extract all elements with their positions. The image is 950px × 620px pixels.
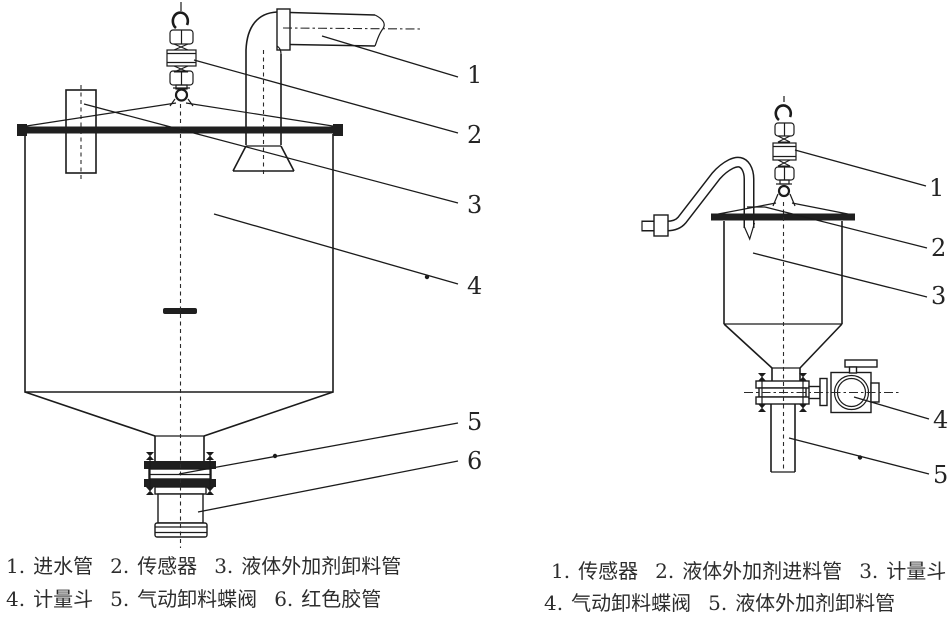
hopper-body <box>723 221 843 381</box>
legend-item-label: 液体外加剂卸料管 <box>735 591 896 615</box>
legend-item-label: 液体外加剂进料管 <box>682 559 843 583</box>
legend-item: 3. 液体外加剂卸料管 <box>214 554 401 578</box>
legend-item-number: 3. <box>214 554 234 578</box>
actuator-handle <box>844 359 878 368</box>
load-cell-sensor <box>166 49 197 67</box>
legend-right-row1: 1. 传感器 2. 液体外加剂进料管 3. 计量斗 <box>551 559 946 583</box>
legend-item-number: 2. <box>110 554 130 578</box>
callout-left-4: 4 <box>467 272 483 300</box>
callout-right-5: 5 <box>933 461 949 489</box>
legend-item-number: 5. <box>708 591 728 615</box>
legend-item-number: 4. <box>6 587 26 611</box>
hook-icon <box>774 104 793 122</box>
legend-left-row2: 4. 计量斗 5. 气动卸料蝶阀 6. 红色胶管 <box>6 587 381 611</box>
level-mark <box>163 308 197 314</box>
pneumatic-butterfly-valve <box>744 359 899 414</box>
legend-item-label: 传感器 <box>578 559 639 583</box>
actuator <box>808 359 880 414</box>
admixture-discharge-pipe <box>770 404 796 473</box>
lid-bridle-lines <box>19 102 340 128</box>
legend-item-number: 1. <box>6 554 26 578</box>
legend-item-label: 传感器 <box>137 554 198 578</box>
hook-icon <box>171 11 190 30</box>
legend-item-label: 液体外加剂卸料管 <box>241 554 402 578</box>
leader-lines-left <box>83 35 459 513</box>
legend-item-number: 2. <box>655 559 675 583</box>
legend-item: 4. 计量斗 <box>6 587 93 611</box>
legend-item: 5. 液体外加剂卸料管 <box>708 591 895 615</box>
legend-item: 3. 计量斗 <box>859 559 946 583</box>
legend-item-label: 计量斗 <box>33 587 94 611</box>
callout-right-3: 3 <box>931 282 947 310</box>
lid-bridle-lines <box>712 202 854 216</box>
legend-item: 1. 进水管 <box>6 554 93 578</box>
legend-item: 6. 红色胶管 <box>274 587 381 611</box>
sensor-assembly <box>772 96 797 207</box>
legend-item: 2. 传感器 <box>110 554 197 578</box>
legend-item-number: 6. <box>274 587 294 611</box>
shackle-pin <box>174 88 189 102</box>
legend-item-label: 进水管 <box>33 554 94 578</box>
left-diagram <box>17 2 459 548</box>
callout-left-3: 3 <box>467 191 483 219</box>
callout-left-2: 2 <box>467 121 483 149</box>
legend-item-number: 3. <box>859 559 879 583</box>
legend-item: 5. 气动卸料蝶阀 <box>110 587 257 611</box>
shackle-pin <box>777 184 791 198</box>
legend-left-row1: 1. 进水管 2. 传感器 3. 液体外加剂卸料管 <box>6 554 401 578</box>
leader-lines-right <box>752 149 930 475</box>
callout-left-6: 6 <box>467 447 483 475</box>
right-diagram <box>641 96 930 475</box>
legend-item: 4. 气动卸料蝶阀 <box>544 591 691 615</box>
callout-left-1: 1 <box>467 61 483 89</box>
sensor-assembly <box>166 2 197 107</box>
legend-item: 2. 液体外加剂进料管 <box>655 559 842 583</box>
legend-item-number: 5. <box>110 587 130 611</box>
legend-item-label: 计量斗 <box>886 559 947 583</box>
callout-right-2: 2 <box>931 234 947 262</box>
legend-item-number: 1. <box>551 559 571 583</box>
callout-right-4: 4 <box>933 406 949 434</box>
legend-item-number: 4. <box>544 591 564 615</box>
admixture-feed-pipe <box>641 156 765 241</box>
legend-right-row2: 4. 气动卸料蝶阀 5. 液体外加剂卸料管 <box>544 591 895 615</box>
legend-item-label: 气动卸料蝶阀 <box>571 591 692 615</box>
callout-right-1: 1 <box>929 174 945 202</box>
callout-left-5: 5 <box>467 408 483 436</box>
legend-item-label: 红色胶管 <box>301 587 382 611</box>
tank-body <box>24 134 334 461</box>
load-cell-sensor <box>772 142 797 161</box>
legend-item-label: 气动卸料蝶阀 <box>137 587 258 611</box>
legend-item: 1. 传感器 <box>551 559 638 583</box>
